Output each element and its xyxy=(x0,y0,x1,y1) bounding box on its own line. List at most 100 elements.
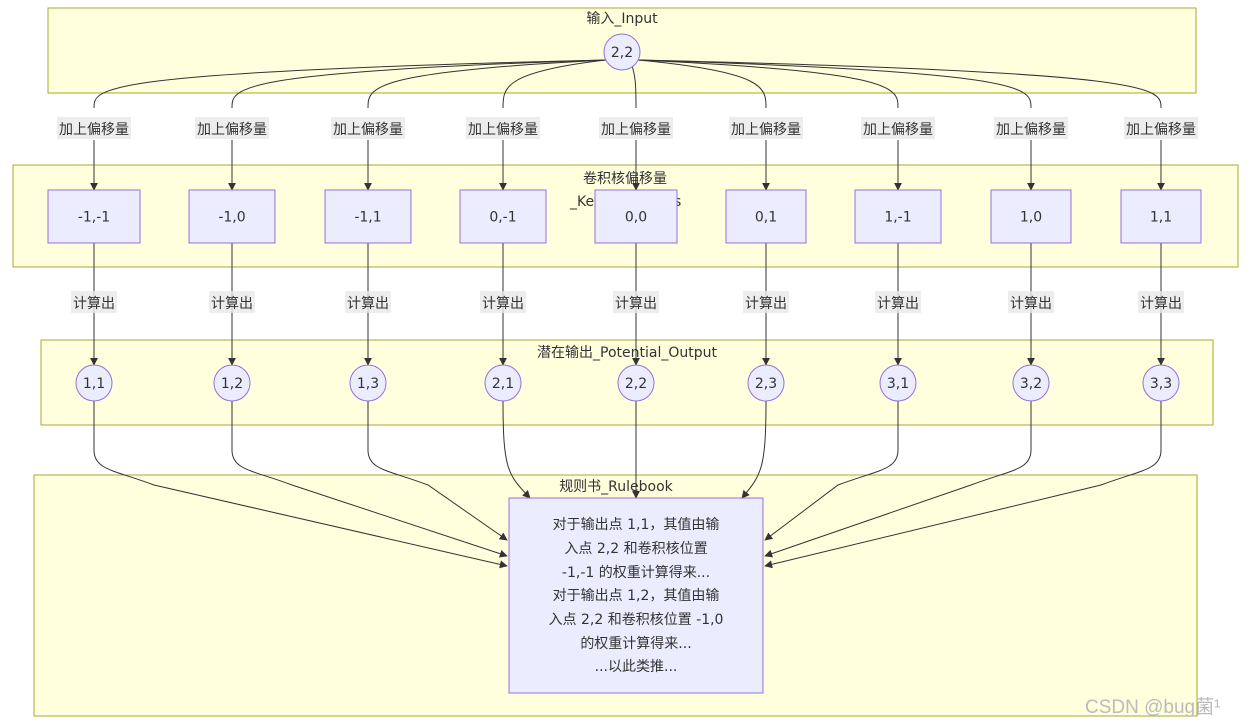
edge-input-to-offset-7 xyxy=(638,59,899,109)
edge-output-to-rulebook-8 xyxy=(764,401,1032,558)
kernel-offset-box-5 xyxy=(594,189,678,244)
rulebook-line-6: 的权重计算得来... xyxy=(580,635,691,652)
output-node-5 xyxy=(617,364,655,402)
edge-output-to-rulebook-7 xyxy=(764,401,899,541)
compute-edge-label-3-bg xyxy=(345,291,391,313)
offset-edge-label-3-bg xyxy=(331,117,405,139)
watermark: CSDN @bug菌¹ xyxy=(1085,696,1220,718)
input-node: 2,2 xyxy=(603,33,641,71)
input-cluster-title: 输入_Input xyxy=(586,11,658,27)
edge-output-to-rulebook-1 xyxy=(93,401,508,569)
edge-output-to-rulebook-4 xyxy=(502,400,531,499)
offset-edge-label-9: 加上偏移量 xyxy=(1126,122,1196,138)
kernel-cluster-title-line1: 卷积核偏移量 xyxy=(583,171,667,187)
kernel-offset-label-4: 0,-1 xyxy=(489,210,516,226)
kernel-offset-label-6: 0,1 xyxy=(755,210,777,226)
kernel-offset-box-6 xyxy=(725,189,807,244)
compute-edge-label-4-bg xyxy=(480,291,526,313)
offset-edge-label-1-bg xyxy=(57,117,131,139)
edge-input-to-offset-4 xyxy=(502,59,606,109)
rulebook-node-box xyxy=(508,497,764,694)
input-node-label: 2,2 xyxy=(611,45,633,61)
offset-edge-label-7: 加上偏移量 xyxy=(863,122,933,138)
offset-edge-label-8: 加上偏移量 xyxy=(996,122,1066,138)
kernel-offset-label-5: 0,0 xyxy=(625,210,647,226)
output-node-4 xyxy=(484,364,522,402)
rulebook-cluster-title: 规则书_Rulebook xyxy=(559,479,673,495)
offset-edge-label-5-bg xyxy=(599,117,673,139)
edge-input-to-offset-6 xyxy=(638,59,767,109)
output-node-6 xyxy=(747,364,785,402)
kernel-offset-box-8 xyxy=(990,189,1072,244)
compute-edge-label-8-bg xyxy=(1008,291,1054,313)
kernel-offset-box-9 xyxy=(1120,189,1202,244)
compute-edge-label-6: 计算出 xyxy=(745,296,787,312)
kernel-offset-box-1 xyxy=(47,189,141,244)
output-node-label-1: 1,1 xyxy=(83,376,105,392)
output-node-9 xyxy=(1142,364,1180,402)
output-node-label-6: 2,3 xyxy=(755,376,777,392)
rulebook-line-2: 入点 2,2 和卷积核位置 xyxy=(564,541,707,557)
output-node-3 xyxy=(349,364,387,402)
edge-input-to-offset-8 xyxy=(638,59,1032,109)
kernel-offset-box-4 xyxy=(459,189,547,244)
rulebook-line-5: 入点 2,2 和卷积核位置 -1,0 xyxy=(549,612,724,628)
output-node-label-2: 1,2 xyxy=(221,376,243,392)
edge-output-to-rulebook-3 xyxy=(367,401,508,541)
rulebook-line-1: 对于输出点 1,1，其值由输 xyxy=(553,517,720,533)
compute-edge-label-5-bg xyxy=(613,291,659,313)
output-node-label-3: 1,3 xyxy=(357,376,379,392)
kernel-offset-label-8: 1,0 xyxy=(1020,210,1042,226)
edge-output-to-rulebook-9 xyxy=(764,401,1162,569)
offset-edge-label-1: 加上偏移量 xyxy=(59,122,129,138)
edge-input-to-offset-3 xyxy=(367,59,606,109)
offset-edge-label-3: 加上偏移量 xyxy=(333,122,403,138)
compute-edge-label-9: 计算出 xyxy=(1140,296,1182,312)
output-node-7 xyxy=(879,364,917,402)
edge-output-to-rulebook-2 xyxy=(231,401,508,558)
input-node-circle xyxy=(603,33,641,71)
offset-edge-label-8-bg xyxy=(994,117,1068,139)
kernel-offset-label-7: 1,-1 xyxy=(884,210,911,226)
edge-input-to-offset-9 xyxy=(638,59,1162,109)
compute-edge-label-1-bg xyxy=(71,291,117,313)
kernel-offset-box-3 xyxy=(324,189,412,244)
edges-layer xyxy=(90,59,1165,569)
rulebook-line-4: 对于输出点 1,2，其值由输 xyxy=(553,588,720,604)
kernel-cluster-title-line2: _Ke xyxy=(569,194,594,210)
compute-edge-label-8: 计算出 xyxy=(1010,296,1052,312)
output-node-label-9: 3,3 xyxy=(1150,376,1172,392)
compute-edge-label-2-bg xyxy=(209,291,255,313)
output-node-1 xyxy=(75,364,113,402)
offset-edge-label-9-bg xyxy=(1124,117,1198,139)
compute-edge-label-2: 计算出 xyxy=(211,296,253,312)
output-node-label-5: 2,2 xyxy=(625,376,647,392)
compute-edge-label-6-bg xyxy=(743,291,789,313)
output-node-label-4: 2,1 xyxy=(492,376,514,392)
output-cluster-title: 潜在输出_Potential_Output xyxy=(537,345,717,361)
edge-input-to-offset-1 xyxy=(93,59,606,109)
output-node-label-8: 3,2 xyxy=(1020,376,1042,392)
rulebook-line-7: ...以此类推... xyxy=(595,659,678,675)
compute-edge-label-7: 计算出 xyxy=(877,296,919,312)
compute-edge-label-1: 计算出 xyxy=(73,296,115,312)
rulebook-line-3: -1,-1 的权重计算得来... xyxy=(562,564,710,581)
kernel-offset-box-2 xyxy=(188,189,276,244)
offset-edge-label-4: 加上偏移量 xyxy=(468,122,538,138)
output-node-2 xyxy=(213,364,251,402)
compute-edge-label-4: 计算出 xyxy=(482,296,524,312)
offset-edge-label-2: 加上偏移量 xyxy=(197,122,267,138)
kernel-offset-label-1: -1,-1 xyxy=(78,210,110,226)
offset-edge-label-6-bg xyxy=(729,117,803,139)
offset-edge-label-7-bg xyxy=(861,117,935,139)
kernel-offset-label-3: -1,1 xyxy=(354,210,381,226)
rulebook-node: 对于输出点 1,1，其值由输 入点 2,2 和卷积核位置 -1,-1 的权重计算… xyxy=(508,497,764,694)
offset-edge-label-5: 加上偏移量 xyxy=(601,122,671,138)
kernel-offset-label-2: -1,0 xyxy=(218,210,245,226)
compute-edge-label-5: 计算出 xyxy=(615,296,657,312)
output-node-label-7: 3,1 xyxy=(887,376,909,392)
edge-output-to-rulebook-6 xyxy=(741,400,767,499)
